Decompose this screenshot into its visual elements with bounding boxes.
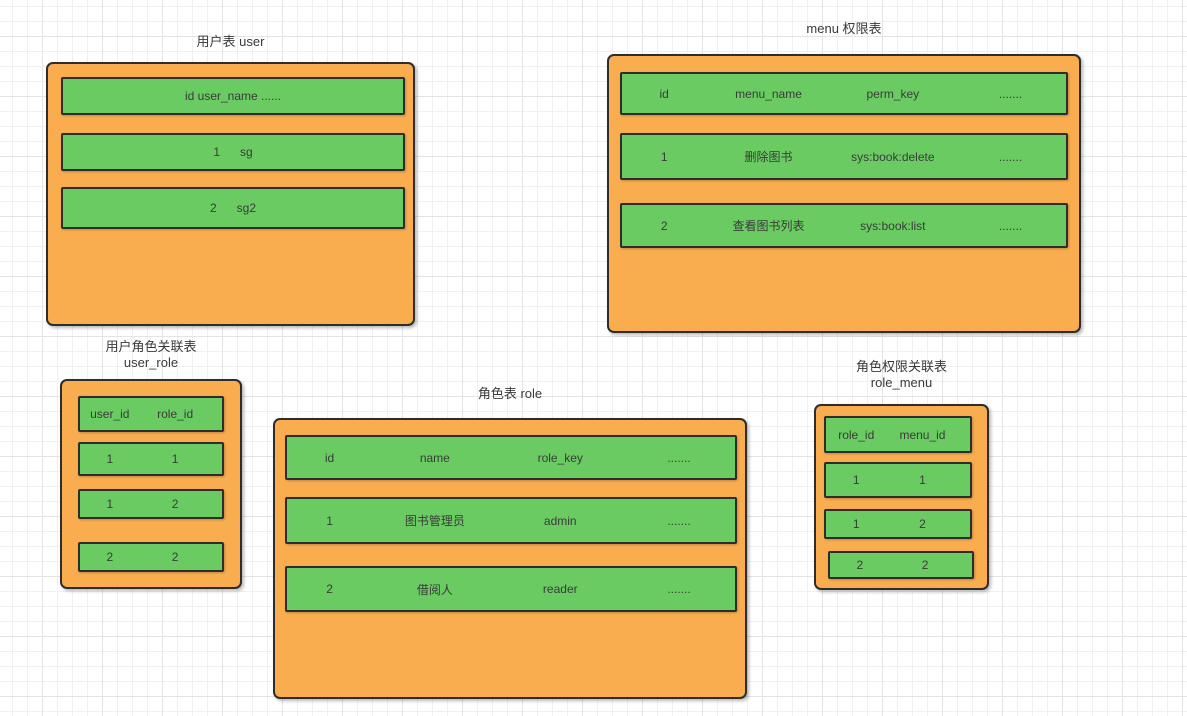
table-cell: 2 sg2 xyxy=(209,201,257,215)
table-title-text: 角色权限关联表 xyxy=(855,359,947,374)
table-cell: name xyxy=(419,450,450,465)
table-cell: ....... xyxy=(998,218,1023,233)
table-subtitle-text: role_menu xyxy=(870,375,933,390)
table-shape-role: id name role_key ....... 1 图书管理员 admin .… xyxy=(273,418,747,699)
table-row: 2 sg2 xyxy=(61,187,405,229)
table-cell: 1 xyxy=(326,513,333,528)
table-cell: 查看图书列表 xyxy=(732,219,805,233)
table-cell: 2 xyxy=(106,550,114,564)
table-cell: user_id xyxy=(90,407,130,421)
table-row: id user_name ...... xyxy=(61,77,405,115)
table-cell: 2 xyxy=(326,582,333,596)
table-row: 1 1 xyxy=(78,442,224,476)
table-row: 2 查看图书列表 sys:book:list ....... xyxy=(620,203,1068,248)
table-row: id name role_key ....... xyxy=(285,435,737,480)
table-cell: ....... xyxy=(998,86,1023,101)
table-row: 1 1 xyxy=(824,462,972,498)
table-row: 1 删除图书 sys:book:delete ....... xyxy=(620,133,1068,180)
table-subtitle-text: user_role xyxy=(123,355,179,370)
table-row: 1 2 xyxy=(78,489,224,519)
table-cell: 1 xyxy=(919,473,926,487)
table-cell: role_id xyxy=(838,427,875,442)
table-row: 2 2 xyxy=(828,551,974,579)
table-title-menu: menu 权限表 xyxy=(607,21,1081,37)
table-cell: reader xyxy=(542,582,578,596)
table-row: 1 sg xyxy=(61,133,405,171)
table-cell: role_key xyxy=(537,450,583,465)
table-cell: menu_id xyxy=(899,427,946,442)
table-cell: admin xyxy=(543,513,577,528)
table-title-text: menu 权限表 xyxy=(806,21,882,36)
table-title-user-role: 用户角色关联表 user_role xyxy=(60,339,242,371)
table-cell: role_id xyxy=(157,407,194,421)
table-row: 2 借阅人 reader ....... xyxy=(285,566,737,612)
table-title-text: 用户表 user xyxy=(196,34,265,49)
table-cell: id xyxy=(659,86,669,101)
table-row: id menu_name perm_key ....... xyxy=(620,72,1068,115)
table-cell: sys:book:delete xyxy=(851,149,935,164)
table-row: 2 2 xyxy=(78,542,224,572)
table-row: 1 2 xyxy=(824,509,972,539)
table-cell: 2 xyxy=(921,558,929,572)
table-cell: 2 xyxy=(171,497,179,511)
table-cell: 1 xyxy=(106,452,114,466)
table-cell: sys:book:list xyxy=(860,218,926,233)
table-cell: 1 xyxy=(660,149,668,164)
table-cell: 1 xyxy=(106,497,114,511)
table-cell: ....... xyxy=(667,450,691,465)
table-title-text: 角色表 role xyxy=(477,386,543,401)
table-cell: ....... xyxy=(667,513,691,528)
table-cell: 1 xyxy=(852,473,860,487)
table-shape-user-role: user_id role_id 1 1 1 2 2 2 xyxy=(60,379,242,589)
table-cell: 1 xyxy=(171,452,179,466)
table-cell: 1 sg xyxy=(213,145,253,159)
table-cell: id xyxy=(324,450,335,465)
table-shape-user: id user_name ...... 1 sg 2 sg2 xyxy=(46,62,415,326)
table-cell: perm_key xyxy=(866,86,920,101)
table-cell: ....... xyxy=(667,582,691,596)
table-title-role-menu: 角色权限关联表 role_menu xyxy=(814,359,989,391)
table-row: user_id role_id xyxy=(78,396,224,432)
table-shape-menu: id menu_name perm_key ....... 1 删除图书 sys… xyxy=(607,54,1081,333)
table-cell: menu_name xyxy=(735,86,802,101)
table-cell: 图书管理员 xyxy=(404,514,465,528)
table-cell: 1 xyxy=(852,517,860,531)
table-title-user: 用户表 user xyxy=(46,34,415,50)
table-title-role: 角色表 role xyxy=(273,386,747,402)
table-cell: 2 xyxy=(919,517,926,531)
table-shape-role-menu: role_id menu_id 1 1 1 2 2 2 xyxy=(814,404,989,590)
table-row: role_id menu_id xyxy=(824,416,972,453)
table-title-text: 用户角色关联表 xyxy=(105,339,197,354)
table-cell: 2 xyxy=(856,558,864,572)
table-cell: 2 xyxy=(660,218,668,233)
table-cell: ....... xyxy=(998,149,1023,164)
table-row: 1 图书管理员 admin ....... xyxy=(285,497,737,544)
table-cell: 删除图书 xyxy=(744,150,793,164)
table-cell: 借阅人 xyxy=(416,582,453,597)
table-cell: id user_name ...... xyxy=(184,89,282,103)
table-cell: 2 xyxy=(171,550,179,564)
